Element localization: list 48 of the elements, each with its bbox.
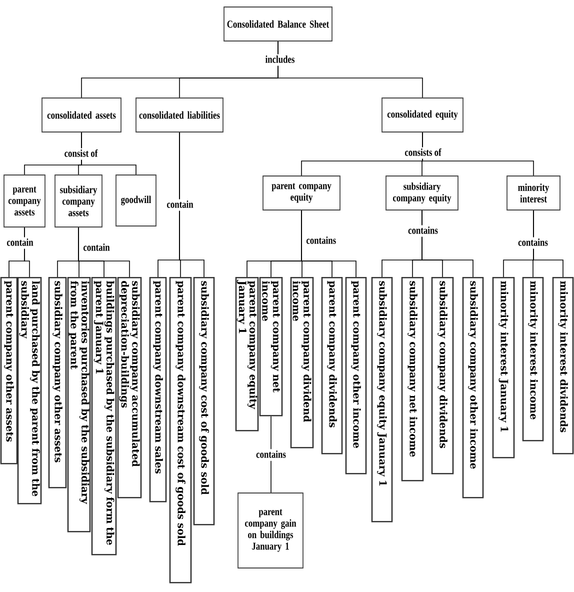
- connector-line: [422, 132, 534, 176]
- connector-line: [422, 210, 474, 278]
- item-box: parent company downstream sales: [149, 277, 167, 502]
- edge-label: consists of: [403, 147, 443, 159]
- category-box: consolidated assets: [42, 98, 122, 132]
- category-box: parent company equity: [262, 176, 340, 210]
- item-box: parent company other income: [345, 277, 367, 474]
- category-box: subsidiary company equity: [386, 176, 458, 210]
- item-box: land purchased by the parent from the subsidiary: [17, 277, 42, 504]
- item-box: parent company other assets: [0, 277, 18, 464]
- category-box: subsidiary company assets: [54, 174, 102, 228]
- item-box: subsidiary company other assets: [48, 277, 67, 488]
- item-box: minority interest January 1: [492, 277, 515, 458]
- category-box: consolidated equity: [382, 98, 464, 132]
- item-box: subsidiary company net income: [401, 277, 424, 482]
- category-box: parent company assets: [4, 174, 46, 228]
- item-box: subsidiary company equity January 1: [371, 277, 393, 522]
- category-box: goodwill: [116, 174, 156, 226]
- item-box: inventories purchased by the subsidiary from the parent: [67, 277, 91, 532]
- connector-line: [278, 41, 423, 98]
- item-box: parent company dividends: [321, 277, 343, 454]
- edge-label: contain: [165, 199, 195, 211]
- item-box: parent company downstream cost of goods sold: [169, 277, 192, 584]
- edge-label: contains: [406, 225, 440, 237]
- edge-label: contain: [5, 237, 35, 249]
- edge-label: contain: [82, 242, 112, 254]
- category-box: Consolidated Balance Sheet: [224, 6, 332, 42]
- item-box: subsidiary company other income: [462, 277, 484, 498]
- item-box: minority interest dividends: [552, 277, 574, 454]
- item-box: minority interest income: [522, 277, 544, 442]
- connector-line: [270, 416, 272, 493]
- connector-line: [81, 132, 136, 175]
- item-box: parent company equity January 1: [235, 277, 259, 432]
- item-box: subsidiary company dividends: [431, 277, 454, 474]
- item-box: parent company net income: [259, 277, 283, 416]
- item-box: subsidiary company cost of goods sold: [193, 277, 215, 526]
- item-box: subsidiary company accumulated depreciation-buildings: [117, 277, 142, 498]
- connector-line: [179, 132, 204, 278]
- edge-label: consist of: [62, 148, 100, 160]
- connector-line: [78, 227, 130, 278]
- category-box: consolidated liabilities: [136, 98, 224, 132]
- category-box: minority interest: [506, 176, 560, 210]
- edge-label: contains: [254, 449, 288, 461]
- category-box: parent company gain on buildings January 1: [238, 492, 304, 568]
- edge-label: contains: [516, 237, 550, 249]
- edge-label: contains: [304, 235, 338, 247]
- edge-label: includes: [264, 54, 296, 66]
- connector-line: [301, 210, 356, 278]
